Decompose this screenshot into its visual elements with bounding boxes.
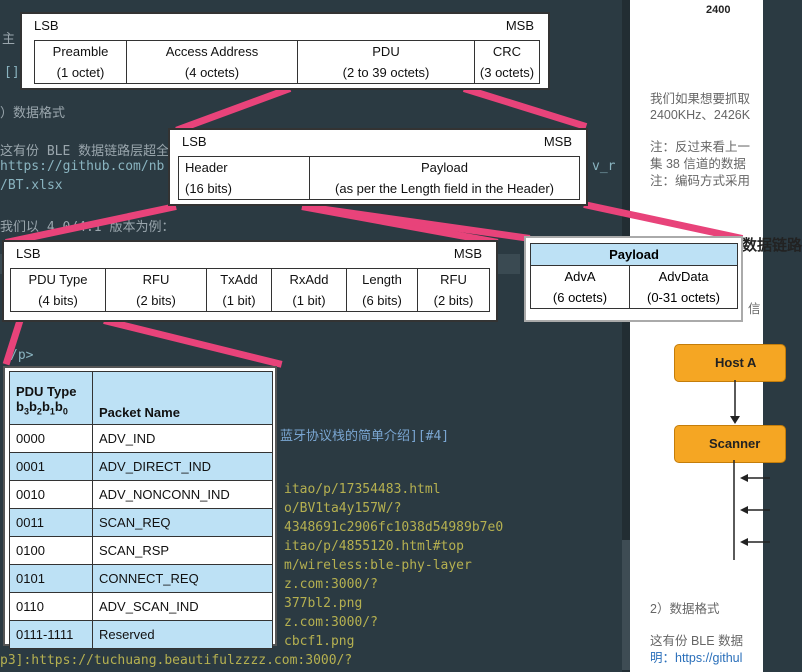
pdu-type-code: 0111-1111	[9, 620, 93, 649]
link-layer-packet-diagram: LSB MSB Preamble(1 octet) Access Address…	[20, 12, 550, 90]
lsb-label: LSB	[34, 18, 59, 33]
packet-name: ADV_NONCONN_IND	[92, 480, 273, 509]
pdu-type-code: 0100	[9, 536, 93, 565]
editor-line: /BT.xlsx	[0, 178, 63, 193]
payload-diagram: Payload AdvA(6 octets) AdvData(0-31 octe…	[524, 236, 743, 322]
packet-name: ADV_IND	[92, 424, 273, 453]
preview-section-title: 2）数据格式	[650, 602, 720, 616]
msb-label: MSB	[543, 134, 572, 149]
editor-line: 蓝牙协议栈的简单介绍][#4]	[280, 429, 450, 444]
packet-name: ADV_DIRECT_IND	[92, 452, 273, 481]
packet-name: SCAN_RSP	[92, 536, 273, 565]
markdown-preview: 2400 我们如果想要抓取 2400KHz、2426K 注：反过来看上一 集 3…	[630, 0, 802, 672]
editor-line: itao/p/17354483.html	[284, 482, 441, 497]
preview-note: 注：反过来看上一	[650, 140, 751, 154]
header-diagram: LSB MSB PDU Type(4 bits) RFU(2 bits) TxA…	[2, 240, 498, 322]
pdu-type-code: 0110	[9, 592, 93, 621]
editor-line: ）数据格式	[0, 106, 66, 121]
field-crc: CRC(3 octets)	[474, 40, 540, 84]
packet-name: Reserved	[92, 620, 273, 649]
field-header: Header(16 bits)	[178, 156, 310, 200]
preview-paragraph: 2400KHz、2426K	[650, 108, 751, 122]
flow-box-host: Host A	[674, 344, 786, 382]
pdu-type-code: 0101	[9, 564, 93, 593]
field-rfu: RFU(2 bits)	[105, 268, 207, 312]
editor-line: m/wireless:ble-phy-layer	[284, 558, 472, 573]
chart-axis-label: 2400	[706, 4, 731, 16]
field-advdata: AdvData(0-31 octets)	[629, 265, 738, 309]
editor-line: p3]:https://tuchuang.beautifulzzzz.com:3…	[0, 653, 353, 668]
field-rfu: RFU(2 bits)	[417, 268, 490, 312]
packet-name: CONNECT_REQ	[92, 564, 273, 593]
pdu-type-code: 0010	[9, 480, 93, 509]
preview-paragraph: 这有份 BLE 数据	[650, 634, 744, 648]
packet-name: SCAN_REQ	[92, 508, 273, 537]
lsb-label: LSB	[182, 134, 207, 149]
editor-line: z.com:3000/?	[284, 577, 378, 592]
editor-line: v_r	[592, 159, 616, 174]
msb-label: MSB	[505, 18, 534, 33]
pdu-type-code: 0011	[9, 508, 93, 537]
editor-line: /p>	[10, 348, 34, 363]
editor-line: 377bl2.png	[284, 596, 363, 611]
field-rxadd: RxAdd(1 bit)	[271, 268, 347, 312]
editor-scrollbar[interactable]	[622, 0, 630, 672]
pdu-diagram: LSB MSB Header(16 bits) Payload(as per t…	[168, 128, 588, 206]
field-payload: Payload(as per the Length field in the H…	[309, 156, 580, 200]
field-access-address: Access Address(4 octets)	[126, 40, 298, 84]
pdu-type-code: 0000	[9, 424, 93, 453]
flow-arrows-icon	[733, 460, 770, 560]
editor-line: itao/p/4855120.html#top	[284, 539, 465, 554]
editor-line: o/BV1ta4y157W/?	[284, 501, 402, 516]
editor-scrollbar-thumb[interactable]	[622, 540, 630, 670]
payload-title: Payload	[530, 243, 738, 266]
editor-line: 这有份 BLE 数据链路层超全	[0, 144, 170, 159]
field-pdu: PDU(2 to 39 octets)	[297, 40, 475, 84]
flow-arrow-down-icon	[730, 380, 740, 424]
preview-note: 集 38 信道的数据	[650, 157, 746, 171]
preview-note: 注：编码方式采用	[650, 174, 751, 188]
editor-line: z.com:3000/?	[284, 615, 378, 630]
editor-line: cbcf1.png	[284, 634, 355, 649]
preview-paragraph: 我们如果想要抓取	[650, 92, 751, 106]
preview-link[interactable]: 明：https://githul	[650, 651, 743, 665]
field-pdu-type: PDU Type(4 bits)	[10, 268, 106, 312]
editor-line: https://github.com/nb	[0, 159, 165, 174]
msb-label: MSB	[453, 246, 482, 261]
field-preamble: Preamble(1 octet)	[34, 40, 127, 84]
pdu-type-code: 0001	[9, 452, 93, 481]
lsb-label: LSB	[16, 246, 41, 261]
packet-name: ADV_SCAN_IND	[92, 592, 273, 621]
flow-box-scanner: Scanner	[674, 425, 786, 463]
preview-heading: 数据链路	[742, 237, 802, 254]
field-length: Length(6 bits)	[346, 268, 418, 312]
editor-line: 4348691c2906fc1038d54989b7e0	[284, 520, 504, 535]
preview-text: 信	[748, 302, 761, 316]
field-adva: AdvA(6 octets)	[530, 265, 630, 309]
table-header-packet-name: Packet Name	[92, 371, 273, 425]
field-txadd: TxAdd(1 bit)	[206, 268, 272, 312]
